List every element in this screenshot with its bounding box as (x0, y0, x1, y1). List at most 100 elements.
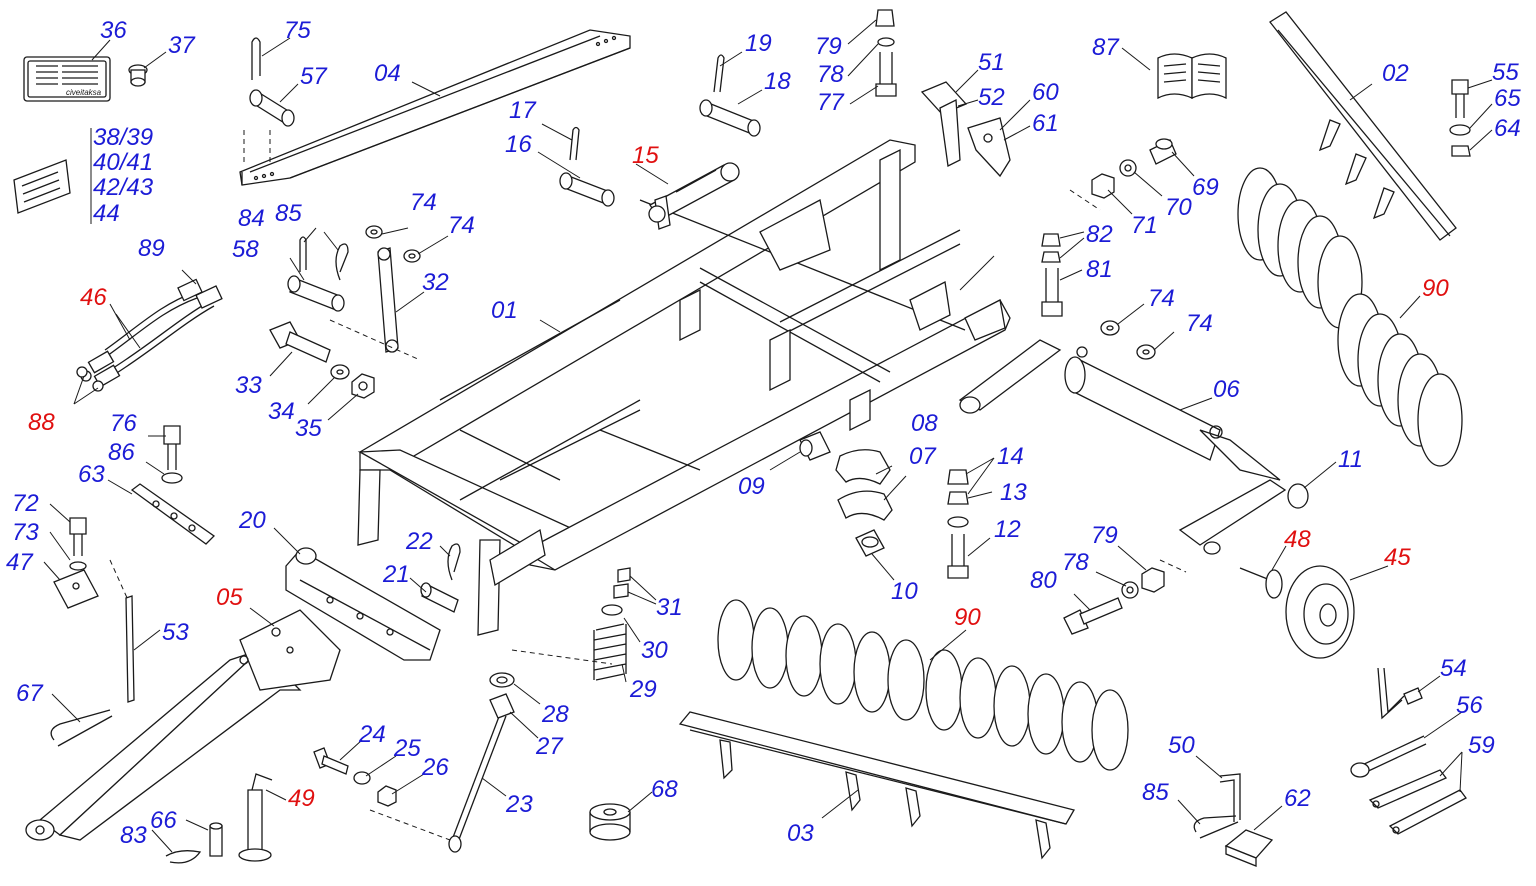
bracket-47-part (53, 569, 99, 609)
front-beam-03-part (678, 711, 1075, 860)
callout-49: 49 (288, 785, 315, 812)
callout-09: 09 (738, 473, 765, 500)
nut-35-part (351, 373, 375, 399)
callout-83: 83 (120, 822, 147, 849)
bolt-33-part (269, 321, 331, 363)
clip-22-part (447, 543, 461, 581)
nut-14-part (947, 469, 969, 505)
callout-78b: 78 (1062, 549, 1089, 576)
callout-72: 72 (12, 490, 39, 517)
o-ring-11-part (1287, 483, 1309, 509)
callout-87: 87 (1092, 34, 1120, 61)
callout-03: 03 (787, 820, 814, 847)
washer-74-c-part (1100, 320, 1120, 336)
callout-64: 64 (1494, 115, 1521, 142)
washer-73-part (69, 561, 87, 571)
callout-13: 13 (1000, 479, 1027, 506)
callout-06: 06 (1213, 376, 1240, 403)
callout-07: 07 (909, 443, 937, 470)
wrench-54-part (1377, 667, 1423, 720)
callout-17: 17 (509, 97, 537, 124)
hydraulic-cylinder-part (648, 162, 740, 230)
callout-80: 80 (1030, 567, 1057, 594)
pin-21-part (420, 582, 459, 613)
callout-70: 70 (1165, 194, 1192, 221)
callout-16: 16 (505, 131, 532, 158)
clip-85-b-part (1193, 815, 1239, 839)
clamp-08-part (835, 449, 891, 485)
callout-59: 59 (1468, 732, 1495, 759)
callout-69: 69 (1192, 174, 1219, 201)
callout-53: 53 (162, 619, 189, 646)
washer-74-a-part (365, 225, 383, 239)
callout-60: 60 (1032, 79, 1059, 106)
disc-gang-90-lower-part (717, 599, 1129, 771)
callout-63: 63 (78, 461, 105, 488)
callout-28: 28 (541, 701, 569, 728)
tongue-05-part (25, 609, 341, 841)
callout-14: 14 (997, 443, 1024, 470)
callout-40-41: 40/41 (93, 149, 153, 176)
nut-64-part (1451, 145, 1471, 157)
spanner-56-part (1350, 735, 1427, 778)
clip-84-part (299, 236, 307, 272)
callout-86: 86 (108, 439, 135, 466)
block-10-part (855, 529, 885, 557)
clip-85-part (335, 243, 349, 281)
callout-61: 61 (1032, 110, 1059, 137)
callout-74b: 74 (448, 212, 475, 239)
callout-54: 54 (1440, 655, 1467, 682)
callout-67: 67 (16, 680, 44, 707)
callout-65: 65 (1494, 85, 1521, 112)
washer-25-part (353, 771, 371, 785)
nut-79-a-part (875, 9, 895, 27)
callout-51: 51 (978, 49, 1005, 76)
clip-pin-75-part (251, 37, 261, 80)
callout-23: 23 (505, 791, 533, 818)
callout-45: 45 (1384, 544, 1411, 571)
pin-50-part (1219, 773, 1241, 822)
wrench-59-part (1368, 769, 1467, 835)
callout-01: 01 (491, 297, 518, 324)
washer-78-a-part (877, 37, 895, 47)
link-arm-32-part (329, 247, 421, 361)
callout-81: 81 (1086, 256, 1113, 283)
rod-23-part (448, 649, 613, 853)
callout-76: 76 (110, 410, 137, 437)
clamp-07-part (837, 490, 893, 521)
washer-74-d-part (1136, 344, 1156, 360)
bolt-80-part (1063, 597, 1123, 635)
pin-57-part (243, 89, 295, 165)
wheel-45-part (1285, 565, 1355, 659)
fitting-88-part (76, 366, 88, 378)
hitch-bracket-20-part (285, 547, 441, 661)
callout-66: 66 (150, 807, 177, 834)
callout-74d: 74 (1186, 310, 1213, 337)
pin-58-part (287, 275, 345, 312)
pin-16-part (559, 172, 615, 207)
bushing-69-part (1149, 138, 1177, 165)
callout-46: 46 (80, 284, 107, 311)
manual-book-87-part (1157, 53, 1227, 100)
clip-19-part (713, 54, 725, 93)
callout-82: 82 (1086, 221, 1113, 248)
spacer-27-part (489, 693, 515, 719)
drawbar-part (239, 29, 631, 186)
callout-57: 57 (300, 63, 328, 90)
bolt-55-part (1451, 79, 1469, 118)
callout-47: 47 (6, 549, 34, 576)
callout-50: 50 (1168, 732, 1195, 759)
callout-36: 36 (100, 17, 127, 44)
jack-stand-49-part (238, 773, 273, 862)
bolt-24-part (313, 747, 349, 775)
callout-90a: 90 (1422, 275, 1449, 302)
main-frame-part (357, 139, 1011, 636)
callout-52: 52 (978, 84, 1005, 111)
callout-90b: 90 (954, 604, 981, 631)
pin-18-part (699, 99, 761, 137)
callout-19: 19 (745, 30, 772, 57)
callout-20: 20 (238, 507, 266, 534)
bolt-12-part (947, 534, 969, 579)
callout-15: 15 (632, 142, 659, 169)
callout-56: 56 (1456, 692, 1483, 719)
